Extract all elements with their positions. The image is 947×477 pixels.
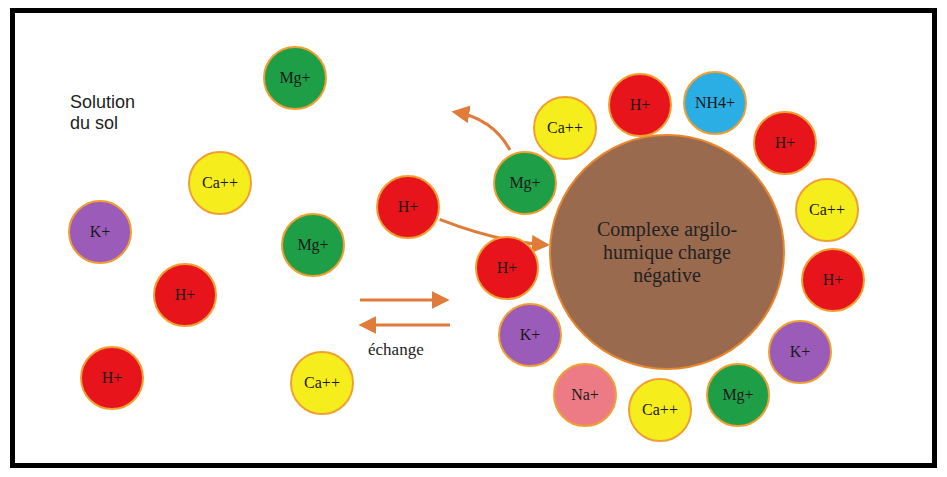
ion-circle: H+: [608, 73, 672, 137]
ion-label: Ca++: [809, 201, 845, 219]
ion-label: K+: [790, 343, 811, 361]
ion-circle: H+: [153, 263, 217, 327]
ion-circle: K+: [68, 200, 132, 264]
ion-circle: Na+: [553, 363, 617, 427]
ion-label: Ca++: [304, 374, 340, 392]
ion-label: H+: [102, 369, 123, 387]
ion-circle: K+: [498, 303, 562, 367]
ion-circle: H+: [753, 111, 817, 175]
complex-label: Complexe argilo-humique charge négative: [585, 218, 750, 287]
ion-circle: Ca++: [533, 96, 597, 160]
ion-circle: H+: [801, 248, 865, 312]
exchange-label: échange: [368, 340, 424, 360]
ion-circle: Ca++: [628, 378, 692, 442]
ion-circle: Mg+: [281, 213, 345, 277]
ion-label: Ca++: [642, 401, 678, 419]
ion-label: H+: [175, 286, 196, 304]
ion-circle: H+: [376, 175, 440, 239]
ion-label: K+: [520, 326, 541, 344]
region-label: Solution du sol: [70, 92, 155, 134]
ion-circle: Ca++: [795, 178, 859, 242]
exchange-arrow-right: [360, 299, 446, 302]
ion-label: Ca++: [202, 174, 238, 192]
ion-circle: Mg+: [263, 46, 327, 110]
ion-circle: H+: [80, 346, 144, 410]
ion-label: Mg+: [279, 69, 310, 87]
ion-label: Mg+: [509, 174, 540, 192]
ion-circle: Ca++: [290, 351, 354, 415]
release-arrow: [455, 112, 510, 150]
clay-humus-complex: Complexe argilo-humique charge négative: [549, 134, 785, 370]
ion-circle: K+: [768, 320, 832, 384]
ion-label: Mg+: [722, 386, 753, 404]
ion-circle: NH4+: [683, 71, 747, 135]
ion-label: H+: [823, 271, 844, 289]
ion-label: Na+: [571, 386, 599, 404]
frame-border: [10, 8, 937, 468]
ion-label: NH4+: [695, 94, 735, 112]
ion-label: H+: [497, 259, 518, 277]
ion-label: H+: [775, 134, 796, 152]
ion-circle: H+: [475, 236, 539, 300]
ion-circle: Mg+: [706, 363, 770, 427]
ion-circle: Mg+: [493, 151, 557, 215]
ion-label: H+: [398, 198, 419, 216]
ion-circle: Ca++: [188, 151, 252, 215]
ion-label: Mg+: [297, 236, 328, 254]
ion-label: Ca++: [547, 119, 583, 137]
ion-label: H+: [630, 96, 651, 114]
exchange-arrow-left: [362, 324, 450, 327]
ion-label: K+: [90, 223, 111, 241]
